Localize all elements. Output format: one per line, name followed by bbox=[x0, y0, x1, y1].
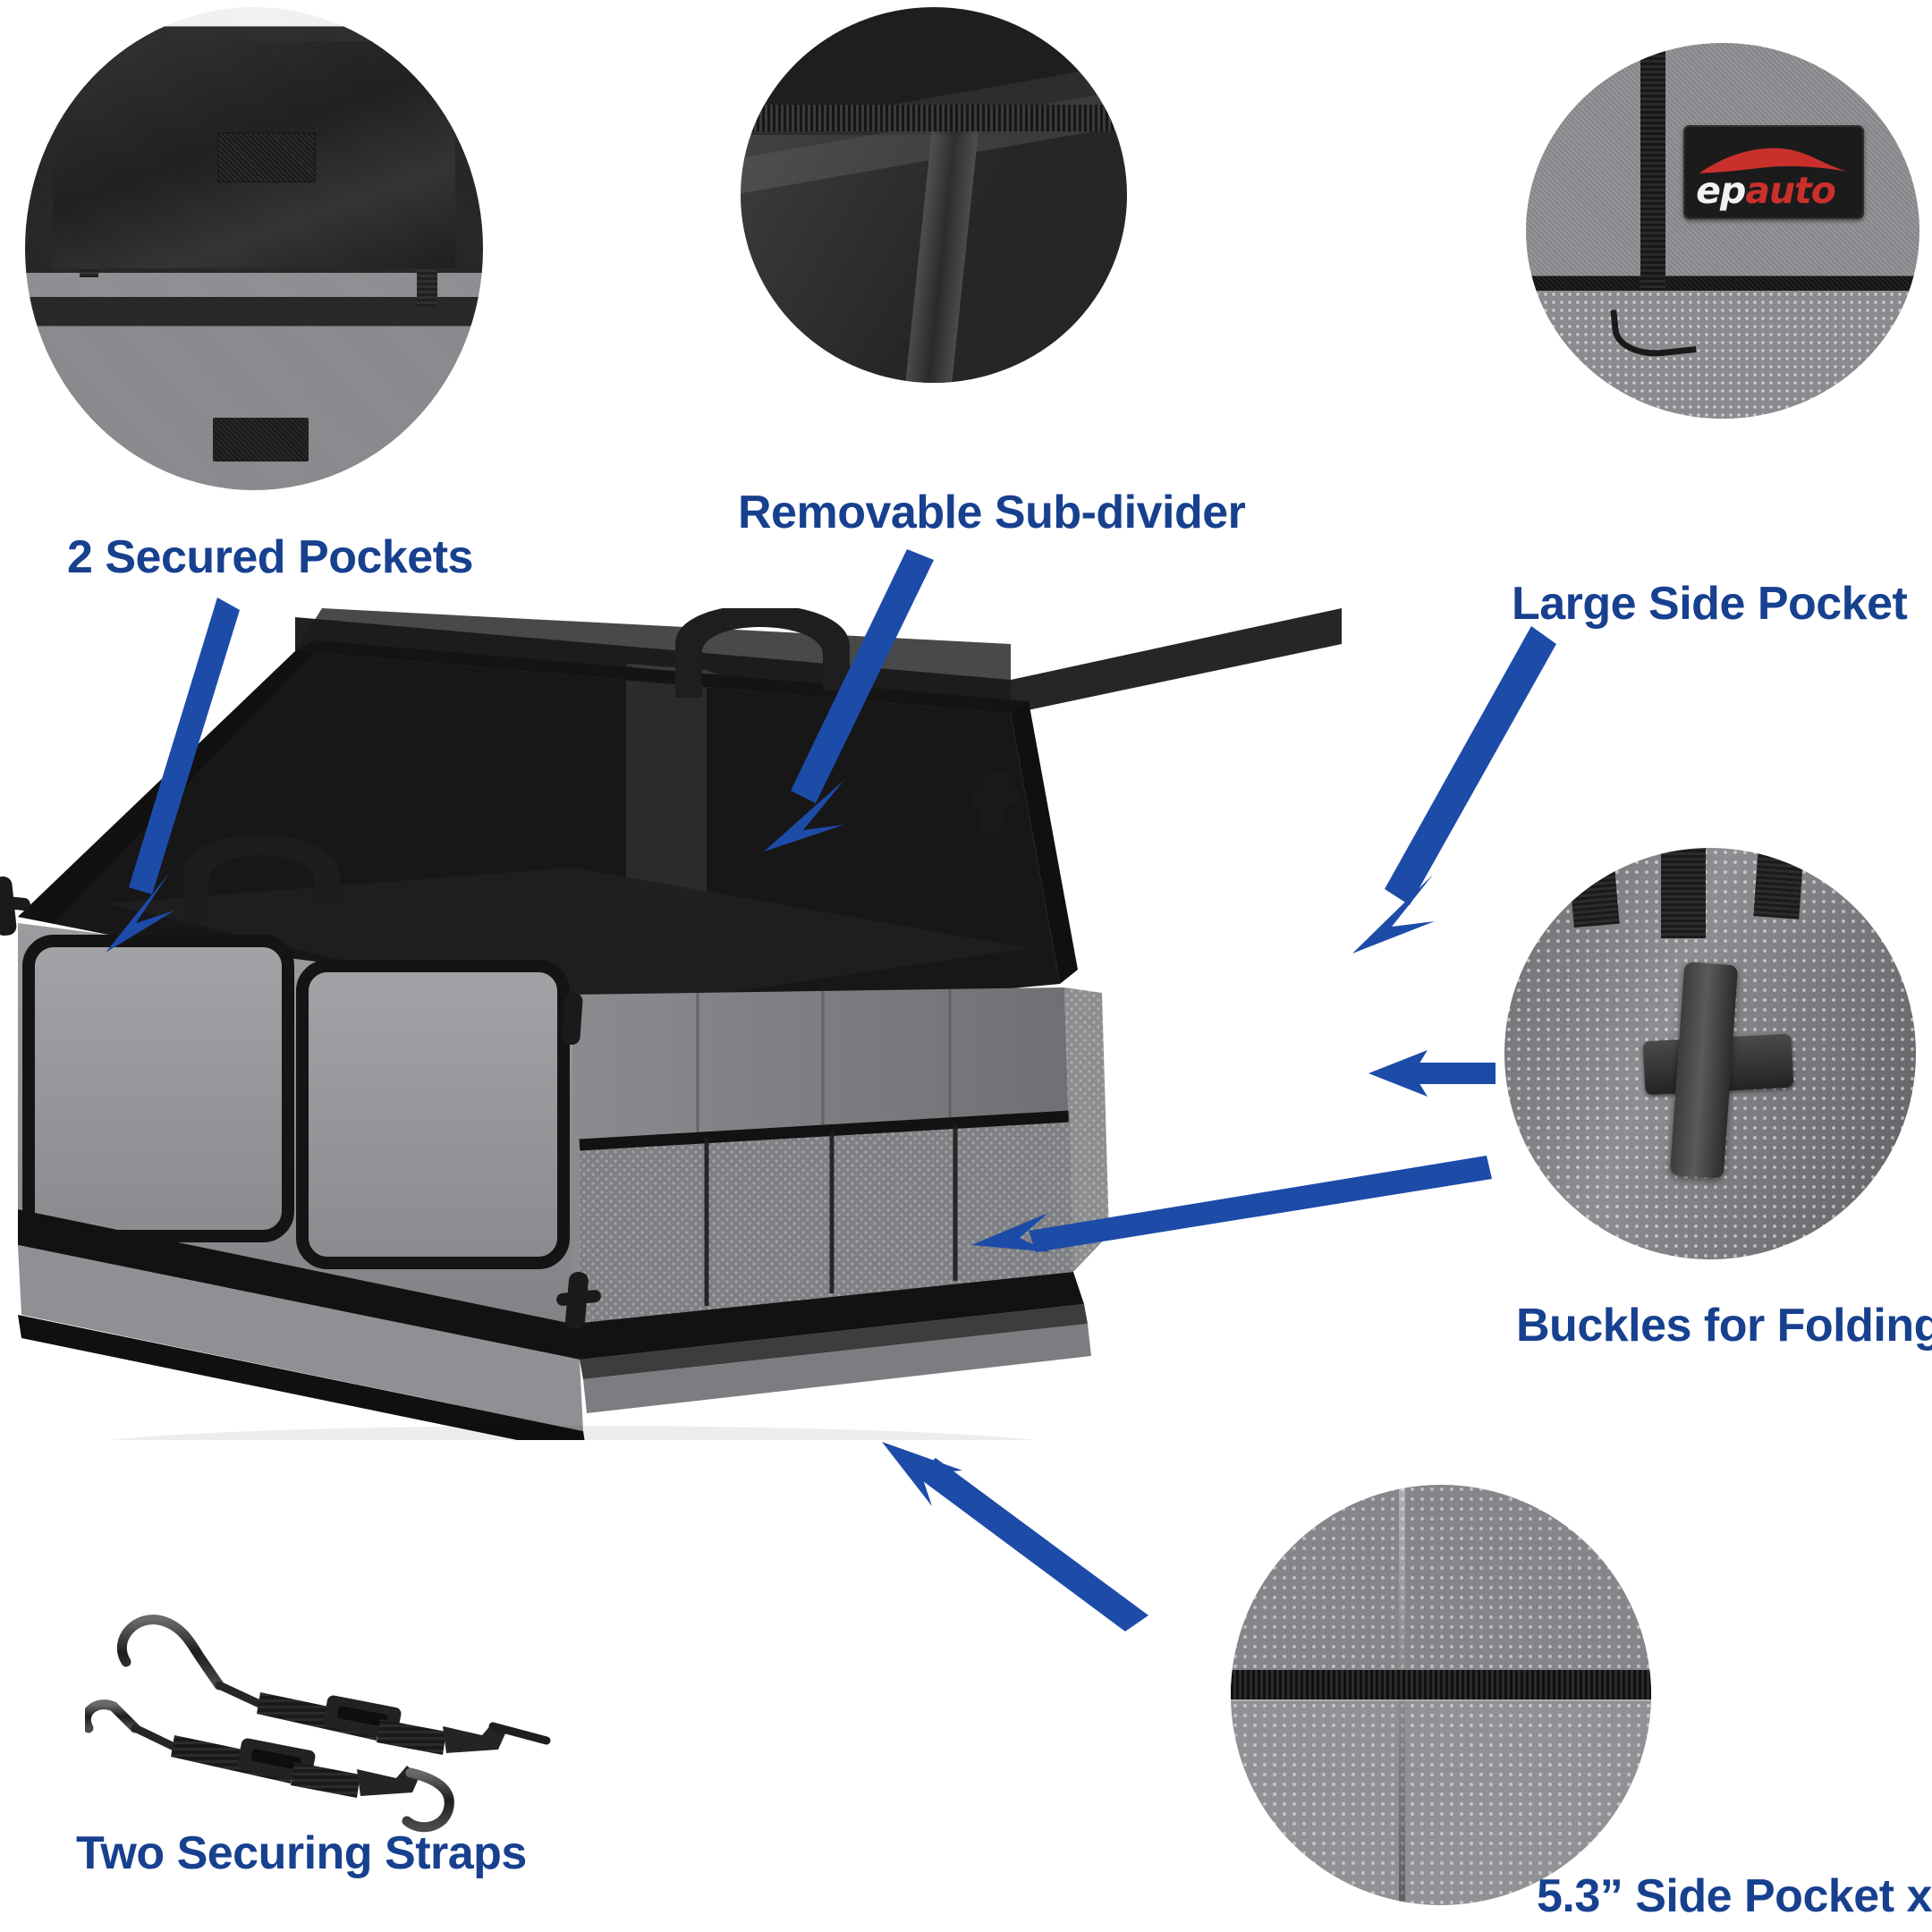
webbing-strip-icon bbox=[1640, 43, 1666, 292]
detail-circle-sub-divider bbox=[741, 7, 1127, 383]
car-silhouette-icon bbox=[1699, 148, 1849, 174]
webbing-loop-icon bbox=[1660, 848, 1707, 939]
velcro-patch-icon bbox=[217, 132, 316, 183]
toggle-buckle-icon bbox=[1669, 962, 1739, 1179]
fabric-texture bbox=[25, 7, 483, 490]
detail-circle-buckles bbox=[1504, 848, 1916, 1259]
callout-label-secured-pockets: 2 Secured Pockets bbox=[67, 531, 473, 583]
product-image-trunk-organizer bbox=[0, 608, 1449, 1440]
callout-label-buckles-for-folding: Buckles for Folding bbox=[1516, 1300, 1932, 1352]
fabric-sheen bbox=[741, 134, 1127, 383]
callout-label-side-pocket-x8: 5.3” Side Pocket x 8 bbox=[1537, 1870, 1932, 1922]
detail-circle-secured-pockets bbox=[25, 7, 483, 490]
mesh-panel bbox=[1526, 291, 1919, 419]
securing-straps-image bbox=[80, 1574, 559, 1834]
callout-label-large-side-pocket: Large Side Pocket bbox=[1512, 578, 1908, 630]
velcro-patch-icon bbox=[212, 418, 309, 462]
arrow-to-bottom-mesh bbox=[882, 1442, 1148, 1631]
epauto-wordmark: ep auto bbox=[1696, 168, 1855, 212]
callout-label-sub-divider: Removable Sub-divider bbox=[738, 487, 1246, 538]
webbing-loop-icon bbox=[1752, 848, 1803, 919]
binding-tape bbox=[741, 105, 1127, 131]
detail-circle-mesh-pocket bbox=[1231, 1485, 1651, 1905]
binding-tape bbox=[1231, 1669, 1651, 1699]
callout-label-two-securing-straps: Two Securing Straps bbox=[76, 1827, 527, 1879]
detail-circle-large-side-pocket: ep auto bbox=[1526, 43, 1919, 419]
webbing-loop-icon bbox=[1566, 848, 1619, 928]
epauto-logo-badge: ep auto bbox=[1683, 125, 1865, 220]
logo-text-ep: ep bbox=[1696, 168, 1746, 212]
logo-text-auto: auto bbox=[1745, 168, 1836, 212]
